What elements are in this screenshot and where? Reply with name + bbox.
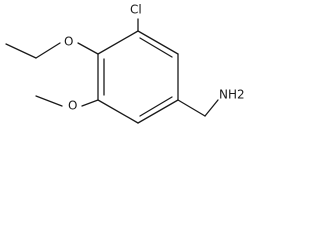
- bond-ring-to-methoxy-oxygen: [81, 99, 99, 107]
- ethoxy-oxygen-label: O: [64, 35, 73, 49]
- bond-methoxy-oxygen-to-ch3: [35, 95, 63, 107]
- methoxy-oxygen-label: O: [68, 99, 77, 113]
- structure-diagram: Cl O O NH2: [5, 3, 245, 124]
- atom-labels: Cl O O NH2: [64, 3, 245, 113]
- bond-ethoxy-oxygen-to-ch2: [35, 42, 61, 59]
- chloro-label: Cl: [130, 3, 142, 17]
- ring-bond-c1-c2: [137, 30, 179, 55]
- bond-ring-to-ethoxy-oxygen: [77, 42, 99, 55]
- benzene-ring: [97, 30, 179, 124]
- bond-ring-to-benzyl-ch2: [177, 99, 206, 117]
- ring-bond-c6-c1: [97, 30, 139, 55]
- bond-benzyl-ch2-to-amine: [204, 99, 219, 117]
- ring-double-bond-inner-1: [139, 37, 173, 58]
- bond-ethoxy-ch2-to-ch3: [5, 43, 37, 59]
- substituent-bonds: [5, 18, 219, 117]
- ring-bond-c3-c4: [137, 99, 179, 124]
- ring-double-bond-inner-2: [139, 96, 173, 117]
- amine-label: NH2: [219, 88, 245, 102]
- ring-bond-c4-c5: [97, 99, 139, 124]
